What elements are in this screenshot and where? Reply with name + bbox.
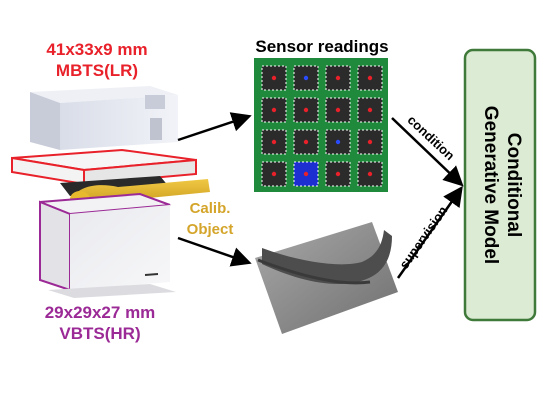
- sensor-pad-dot: [303, 139, 309, 145]
- sensor-pad-dot: [335, 75, 341, 81]
- arrow-to-readings: [177, 112, 252, 142]
- sensor-pad: [261, 65, 287, 91]
- sensor-pad: [325, 129, 351, 155]
- mbts-dimensions-label: 41x33x9 mm: [46, 40, 147, 59]
- rendered-surface: [255, 222, 398, 334]
- vbts-dimensions-label: 29x29x27 mm: [45, 303, 156, 322]
- sensor-pad-dot: [271, 75, 277, 81]
- conditional-generative-model-box: Conditional Generative Model: [463, 48, 537, 322]
- sensor-readings-title: Sensor readings: [255, 37, 388, 56]
- sensor-assembly: [11, 86, 210, 298]
- supervision-label: supervision: [396, 203, 450, 271]
- sensor-pad-dot: [303, 75, 309, 81]
- mbts-plate: [11, 148, 197, 186]
- mbts-name-label: MBTS(LR): [56, 61, 138, 80]
- sensor-pad-dot: [335, 107, 341, 113]
- sensor-pad: [293, 129, 319, 155]
- vbts-block: [39, 192, 171, 292]
- sensor-pad-dot: [303, 107, 309, 113]
- sensor-pad-dot: [367, 75, 373, 81]
- calib-object-label-2: Object: [187, 221, 234, 238]
- sensor-pad-dot: [271, 139, 277, 145]
- sensor-pad-dot: [303, 171, 309, 177]
- sensor-pad-dot: [271, 107, 277, 113]
- sensor-pad-dot: [271, 171, 277, 177]
- model-label-1: Conditional: [503, 133, 524, 237]
- calib-object-label-1: Calib.: [190, 200, 231, 217]
- mbts-block: [30, 86, 178, 150]
- arrow-supervision: [396, 185, 463, 279]
- arrow-condition: [391, 117, 464, 187]
- base-plate: [48, 284, 176, 298]
- model-label-2: Generative Model: [480, 106, 501, 264]
- sensor-pad-dot: [367, 171, 373, 177]
- arrow-to-surface: [177, 236, 252, 267]
- sensor-pad-dot: [335, 139, 341, 145]
- sensor-pad-dot: [367, 139, 373, 145]
- sensor-pad-dot: [335, 171, 341, 177]
- sensor-pad-dot: [367, 107, 373, 113]
- sensor-pad: [293, 97, 319, 123]
- vbts-name-label: VBTS(HR): [59, 324, 140, 343]
- sensor-readings-board: [254, 58, 388, 192]
